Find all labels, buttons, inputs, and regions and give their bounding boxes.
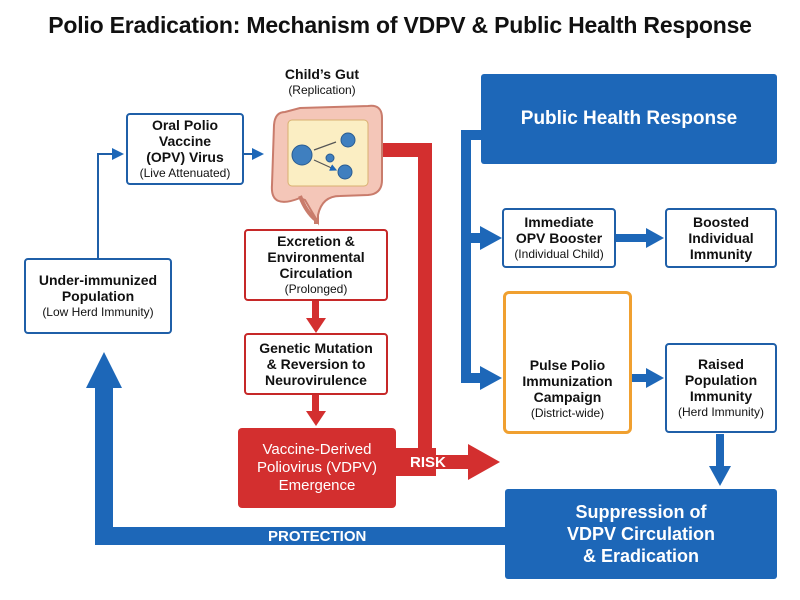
pulse-line2: Immunization bbox=[522, 373, 613, 389]
boosted-line2: Individual bbox=[688, 230, 754, 246]
boosted-line3: Immunity bbox=[689, 246, 753, 262]
excretion-line3: Circulation bbox=[279, 265, 353, 281]
suppression-panel: Suppression of VDPV Circulation & Eradic… bbox=[505, 489, 777, 579]
pulse-polio-campaign-box: Pulse Polio Immunization Campaign (Distr… bbox=[503, 291, 632, 434]
excretion-line1: Excretion & bbox=[277, 233, 355, 249]
vdpv-line1: Vaccine-Derived bbox=[262, 441, 372, 458]
boosted-line1: Boosted bbox=[693, 214, 749, 230]
gut-subtitle: (Replication) bbox=[288, 83, 356, 97]
excretion-sub: (Prolonged) bbox=[284, 282, 348, 296]
mutation-line2: & Reversion to bbox=[266, 356, 366, 372]
opv-line2: Vaccine bbox=[158, 133, 212, 149]
boosted-immunity-box: Boosted Individual Immunity bbox=[665, 208, 777, 268]
excretion-line2: Environmental bbox=[267, 249, 365, 265]
protection-loop-arrow bbox=[86, 352, 508, 545]
opv-virus-box: Oral Polio Vaccine (OPV) Virus (Live Att… bbox=[126, 113, 244, 185]
booster-sub: (Individual Child) bbox=[514, 247, 604, 261]
underimmunized-sub: (Low Herd Immunity) bbox=[42, 305, 154, 319]
risk-label: RISK bbox=[410, 454, 446, 471]
raised-line2: Population bbox=[684, 372, 758, 388]
risk-arrow bbox=[362, 143, 500, 480]
raised-population-immunity-box: Raised Population Immunity (Herd Immunit… bbox=[665, 343, 777, 433]
opv-booster-box: Immediate OPV Booster (Individual Child) bbox=[502, 208, 616, 268]
mutation-line3: Neurovirulence bbox=[265, 372, 367, 388]
suppression-line3: & Eradication bbox=[582, 546, 700, 566]
response-title: Public Health Response bbox=[520, 108, 738, 129]
vdpv-emergence-box: Vaccine-Derived Poliovirus (VDPV) Emerge… bbox=[238, 428, 396, 508]
raised-line3: Immunity bbox=[689, 388, 753, 404]
suppression-line1: Suppression of bbox=[575, 502, 707, 522]
raised-line1: Raised bbox=[698, 356, 744, 372]
gut-title: Child’s Gut bbox=[284, 66, 360, 82]
mutation-box: Genetic Mutation & Reversion to Neurovir… bbox=[244, 333, 388, 395]
booster-line2: OPV Booster bbox=[515, 230, 603, 246]
page-title: Polio Eradication: Mechanism of VDPV & P… bbox=[48, 12, 752, 38]
gut-label: Child’s Gut (Replication) bbox=[262, 66, 382, 98]
booster-line1: Immediate bbox=[524, 214, 594, 230]
underimmunized-box: Under-immunized Population (Low Herd Imm… bbox=[24, 258, 172, 334]
public-health-response-panel: Public Health Response bbox=[481, 74, 777, 164]
pulse-line3: Campaign bbox=[533, 389, 602, 405]
opv-line1: Oral Polio bbox=[151, 117, 219, 133]
protection-label: PROTECTION bbox=[268, 528, 367, 545]
suppression-line2: VDPV Circulation bbox=[566, 524, 716, 544]
raised-sub: (Herd Immunity) bbox=[677, 405, 764, 419]
mutation-line1: Genetic Mutation bbox=[259, 340, 373, 356]
underimmunized-line2: Population bbox=[61, 288, 135, 304]
excretion-box: Excretion & Environmental Circulation (P… bbox=[244, 229, 388, 301]
pulse-sub: (District-wide) bbox=[530, 406, 605, 420]
underimmunized-line1: Under-immunized bbox=[38, 272, 158, 288]
red-chain-arrows bbox=[306, 299, 326, 426]
response-distribution-arrows bbox=[461, 130, 731, 486]
underimmunized-to-opv-arrow bbox=[97, 148, 124, 258]
pulse-line1: Pulse Polio bbox=[529, 357, 606, 373]
opv-sub: (Live Attenuated) bbox=[139, 166, 231, 180]
vdpv-line2: Poliovirus (VDPV) bbox=[256, 459, 378, 476]
vdpv-line3: Emergence bbox=[278, 477, 356, 494]
opv-line3: (OPV) Virus bbox=[146, 149, 224, 165]
gut-illustration bbox=[270, 104, 383, 226]
